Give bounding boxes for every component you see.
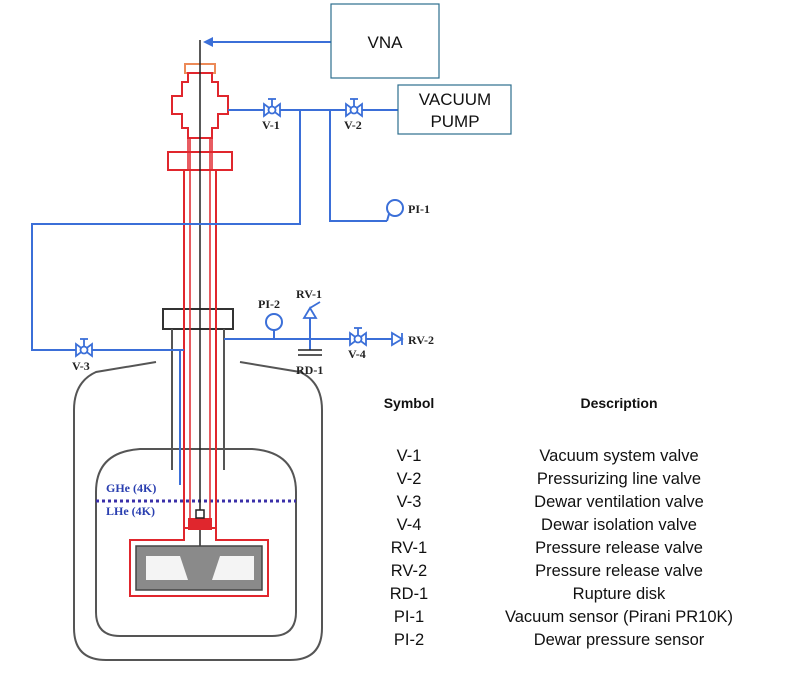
legend-row: V-4 Dewar isolation valve: [360, 514, 780, 537]
pi2-label: PI-2: [258, 297, 280, 311]
v1-label: V-1: [262, 118, 280, 132]
symbol-column-header: Symbol: [383, 395, 435, 411]
legend-symbol: V-3: [396, 493, 422, 511]
vna-box-label: VNA: [368, 33, 404, 52]
legend-description: Vacuum system valve: [539, 447, 699, 465]
legend-symbol: PI-2: [393, 631, 425, 649]
legend-symbol: V-4: [396, 516, 422, 534]
rupture-disk-icon: [298, 349, 322, 356]
legend-row: PI-2 Dewar pressure sensor: [360, 629, 780, 652]
v3-label: V-3: [72, 359, 90, 373]
legend-description: Pressure release valve: [535, 562, 703, 580]
vacuum-pump-box: [397, 84, 512, 135]
rv1-relief-icon: [302, 301, 321, 319]
pi1-sensor-icon: [386, 199, 404, 217]
vacuum-pump-label-line2: PUMP: [430, 112, 479, 131]
sample-holder-outer: [129, 527, 269, 597]
legend-symbol: PI-1: [393, 608, 425, 626]
ghe-label: GHe (4K): [106, 481, 156, 495]
pi1-stem: [386, 213, 390, 222]
legend-row: RV-1 Pressure release valve: [360, 537, 780, 560]
rv2-relief-icon: [391, 331, 404, 347]
legend-row: V-1 Vacuum system valve: [360, 445, 780, 468]
legend-row: RV-2 Pressure release valve: [360, 560, 780, 583]
rv2-label: RV-2: [408, 333, 434, 347]
vacuum-pump-label-line1: VACUUM: [419, 90, 491, 109]
valve-v2-icon: [345, 98, 363, 118]
legend-symbol: RV-1: [390, 539, 428, 557]
probe-connector-inner: [195, 509, 205, 519]
dewar-top-flange: [162, 308, 234, 330]
legend-description: Rupture disk: [572, 585, 666, 603]
legend-row: V-3 Dewar ventilation valve: [360, 491, 780, 514]
valve-v1-icon: [263, 98, 281, 118]
legend-description: Pressurizing line valve: [536, 470, 702, 488]
legend-table: Symbol Description V-1 Vacuum system valv…: [360, 395, 780, 652]
dewar-outer-wall: [73, 361, 323, 661]
v4-label: V-4: [348, 347, 366, 361]
pipe-to-pi1: [329, 110, 387, 222]
legend-description: Dewar ventilation valve: [534, 493, 704, 511]
dewar-inner-wall: [95, 448, 297, 637]
vna-box: [330, 3, 440, 79]
legend-description: Vacuum sensor (Pirani PR10K): [504, 608, 734, 626]
sample-piece: [180, 556, 220, 580]
legend-symbol: V-2: [396, 470, 422, 488]
legend-row: RD-1 Rupture disk: [360, 583, 780, 606]
valve-v3-icon: [75, 338, 93, 358]
legend-symbol: RV-2: [390, 562, 428, 580]
legend-row: PI-1 Vacuum sensor (Pirani PR10K): [360, 606, 780, 629]
rv1-label: RV-1: [296, 287, 322, 301]
legend-symbol: V-1: [396, 447, 422, 465]
rd1-label: RD-1: [296, 363, 323, 377]
lhe-label: LHe (4K): [106, 504, 155, 518]
vna-arrow-head: [203, 37, 213, 47]
pi1-label: PI-1: [408, 202, 430, 216]
pi2-sensor-icon: [265, 313, 283, 331]
legend-row: V-2 Pressurizing line valve: [360, 468, 780, 491]
description-column-header: Description: [580, 395, 658, 411]
legend-description: Dewar pressure sensor: [533, 631, 705, 649]
legend-description: Pressure release valve: [535, 539, 703, 557]
legend-symbol: RD-1: [389, 585, 429, 603]
valve-v4-icon: [349, 327, 367, 347]
pipe-to-v3: [31, 110, 301, 351]
legend-header-row: Symbol Description: [360, 395, 780, 415]
v2-label: V-2: [344, 118, 362, 132]
legend-description: Dewar isolation valve: [541, 516, 697, 534]
